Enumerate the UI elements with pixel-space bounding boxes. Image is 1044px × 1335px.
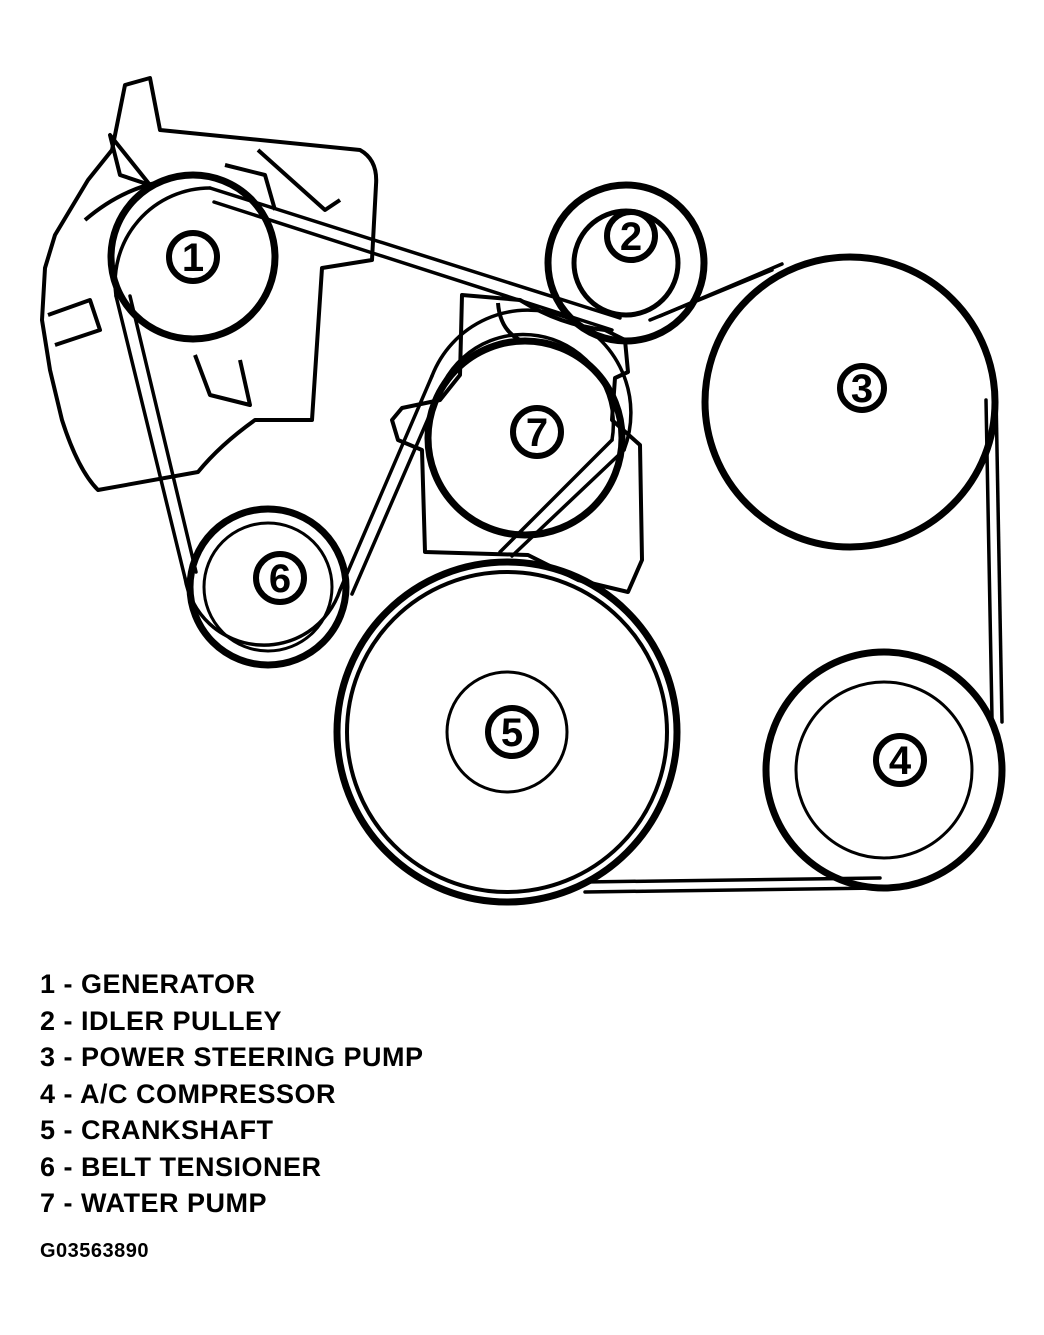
pulley-generator: 1 <box>107 171 279 343</box>
pulley-number: 5 <box>501 711 523 755</box>
pulley-idler: 2 <box>544 181 708 345</box>
pulley-number: 3 <box>851 367 873 411</box>
legend-item: 7 - WATER PUMP <box>40 1188 268 1218</box>
figure-id: G03563890 <box>40 1240 150 1262</box>
legend: 1 - GENERATOR 2 - IDLER PULLEY 3 - POWER… <box>40 966 424 1222</box>
pulley-number: 6 <box>269 557 291 601</box>
legend-item: 2 - IDLER PULLEY <box>40 1005 283 1036</box>
legend-item: 4 - A/C COMPRESSOR <box>40 1078 337 1109</box>
drive-belt <box>113 186 1004 894</box>
pulley-number: 4 <box>889 739 912 783</box>
pulley-number: 2 <box>620 215 642 259</box>
legend-item: 6 - BELT TENSIONER <box>40 1151 322 1182</box>
generator-housing <box>40 76 379 492</box>
pulley-water-pump: 7 <box>424 337 626 539</box>
legend-item: 3 - POWER STEERING PUMP <box>40 1042 424 1072</box>
pulley-number: 1 <box>182 236 204 280</box>
pulley-number: 7 <box>526 411 548 455</box>
pulley-ac-compressor: 4 <box>762 648 1006 892</box>
legend-item: 5 - CRANKSHAFT <box>40 1115 274 1145</box>
pulley-crankshaft: 5 <box>333 558 681 906</box>
pulley-belt-tensioner: 6 <box>186 505 350 669</box>
legend-item: 1 - GENERATOR <box>40 969 256 999</box>
pulley-power-steering-pump: 3 <box>701 253 999 551</box>
belt-routing-diagram: 1 2 3 4 5 6 7 <box>40 76 1006 906</box>
